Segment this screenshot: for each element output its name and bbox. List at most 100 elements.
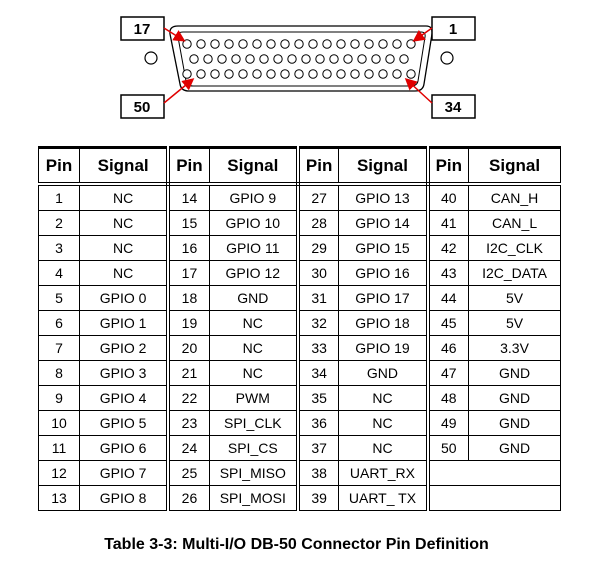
connector-pin xyxy=(280,39,290,49)
signal-cell: UART_ TX xyxy=(338,485,430,511)
pin-34-label: 34 xyxy=(445,99,462,116)
pin-cell: 31 xyxy=(297,285,340,311)
signal-cell: GPIO 19 xyxy=(338,335,430,361)
pin-cell: 37 xyxy=(297,435,340,461)
pin-cell: 44 xyxy=(427,285,470,311)
pin-cell: 32 xyxy=(297,310,340,336)
connector-pin xyxy=(238,69,248,79)
pin-cell: 48 xyxy=(427,385,470,411)
table-header-row: Pin Signal Pin Signal Pin Signal Pin Sig… xyxy=(37,146,561,186)
signal-cell: 3.3V xyxy=(468,335,561,361)
connector-pin xyxy=(378,39,388,49)
connector-pin xyxy=(301,54,311,64)
signal-cell: I2C_DATA xyxy=(468,260,561,286)
connector-pin xyxy=(350,69,360,79)
connector-pin xyxy=(336,39,346,49)
pin-cell: 18 xyxy=(167,285,210,311)
signal-cell: NC xyxy=(338,385,430,411)
signal-cell: GPIO 15 xyxy=(338,235,430,261)
connector-pin xyxy=(280,69,290,79)
mounting-hole-right xyxy=(440,51,454,65)
connector-pin xyxy=(294,69,304,79)
connector-pin xyxy=(287,54,297,64)
connector-pin xyxy=(238,39,248,49)
signal-cell: NC xyxy=(208,310,300,336)
pin-definition-table: Pin Signal Pin Signal Pin Signal Pin Sig… xyxy=(37,146,561,511)
connector-pin xyxy=(329,54,339,64)
pin-cell: 28 xyxy=(297,210,340,236)
arrow-pin-50 xyxy=(163,78,195,104)
connector-pin xyxy=(259,54,269,64)
arrow-pin-34 xyxy=(404,77,433,104)
connector-pin xyxy=(343,54,353,64)
signal-cell: GND xyxy=(338,360,430,386)
signal-cell: GPIO 16 xyxy=(338,260,430,286)
connector-pin xyxy=(203,54,213,64)
signal-cell: SPI_CLK xyxy=(208,410,300,436)
pin-cell: 8 xyxy=(37,360,81,386)
connector-pin xyxy=(399,54,409,64)
connector-pin xyxy=(196,69,206,79)
signal-cell: GPIO 6 xyxy=(79,435,171,461)
connector-pin xyxy=(182,39,192,49)
pin-cell: 17 xyxy=(167,260,210,286)
pin-cell: 42 xyxy=(427,235,470,261)
pin-cell: 11 xyxy=(37,435,81,461)
signal-cell: PWM xyxy=(208,385,300,411)
header-signal: Signal xyxy=(338,146,430,186)
signal-cell: 5V xyxy=(468,310,561,336)
pin-cell: 19 xyxy=(167,310,210,336)
pin-cell: 34 xyxy=(297,360,340,386)
pin-cell: 35 xyxy=(297,385,340,411)
signal-cell: GPIO 4 xyxy=(79,385,171,411)
pin-cell: 27 xyxy=(297,183,340,211)
pin-cell: 22 xyxy=(167,385,210,411)
signal-cell: GPIO 2 xyxy=(79,335,171,361)
pin-cell: 10 xyxy=(37,410,81,436)
signal-cell: GND xyxy=(468,435,561,461)
connector-pin xyxy=(364,39,374,49)
pin-cell: 24 xyxy=(167,435,210,461)
header-pin: Pin xyxy=(297,146,340,186)
connector-pin xyxy=(315,54,325,64)
signal-cell: GND xyxy=(468,410,561,436)
header-pin: Pin xyxy=(427,146,470,186)
mounting-hole-left xyxy=(144,51,158,65)
connector-pin xyxy=(245,54,255,64)
arrow-pin-1 xyxy=(412,27,433,42)
signal-cell: NC xyxy=(79,235,171,261)
arrow-pin-17 xyxy=(163,27,186,42)
signal-cell: SPI_MISO xyxy=(208,460,300,486)
signal-cell: CAN_H xyxy=(468,183,561,211)
signal-cell: NC xyxy=(338,435,430,461)
connector-pin xyxy=(294,39,304,49)
connector-pin xyxy=(231,54,241,64)
signal-cell: SPI_MOSI xyxy=(208,485,300,511)
signal-cell: GND xyxy=(468,360,561,386)
pin-cell: 23 xyxy=(167,410,210,436)
connector-pin xyxy=(392,69,402,79)
pin-cell: 1 xyxy=(37,183,81,211)
connector-pin xyxy=(322,39,332,49)
connector-pin xyxy=(252,39,262,49)
signal-cell: NC xyxy=(208,335,300,361)
empty-cell xyxy=(427,460,561,486)
header-pin: Pin xyxy=(167,146,210,186)
pin-cell: 15 xyxy=(167,210,210,236)
signal-cell: GND xyxy=(468,385,561,411)
pin-cell: 4 xyxy=(37,260,81,286)
signal-cell: GPIO 5 xyxy=(79,410,171,436)
connector-pin xyxy=(224,39,234,49)
signal-cell: GPIO 10 xyxy=(208,210,300,236)
signal-cell: GPIO 3 xyxy=(79,360,171,386)
pin-cell: 26 xyxy=(167,485,210,511)
pin-cell: 43 xyxy=(427,260,470,286)
pin-cell: 41 xyxy=(427,210,470,236)
